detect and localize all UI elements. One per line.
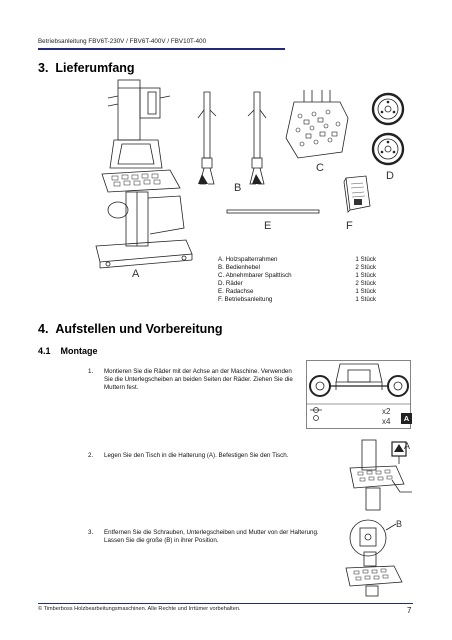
step-3-bracket-figure	[345, 519, 403, 597]
part-quantity: 1 Stück	[355, 271, 376, 279]
svg-text:B: B	[234, 182, 241, 194]
label-d-wheels: D	[386, 170, 394, 182]
subsection-4-1-title: Montage	[60, 346, 98, 356]
part-name: E. Radachse	[218, 287, 254, 295]
svg-text:B: B	[396, 519, 402, 529]
operating-levers-illustration	[197, 91, 267, 185]
svg-text:x4: x4	[382, 417, 391, 426]
step-2-number: 2.	[88, 452, 94, 459]
part-name: F. Betriebsanleitung	[218, 295, 273, 303]
part-name: D. Räder	[218, 279, 243, 287]
axle-illustration	[226, 209, 320, 214]
step-2-text: Legen Sie den Tisch in die Halterung (A)…	[104, 452, 289, 459]
parts-row: D. Räder 2 Stück	[218, 280, 376, 288]
document-header: Betriebsanleitung FBV6T-230V / FBV6T-400…	[38, 38, 207, 45]
parts-row: F. Betriebsanleitung 1 Stück	[218, 296, 376, 304]
page-number: 7	[407, 606, 412, 615]
step-3-text: Entfernen Sie die Schrauben, Unterlegsch…	[104, 529, 319, 544]
step-2-table-placement-figure	[349, 439, 412, 511]
part-name: B. Bedienhebel	[218, 263, 260, 271]
wheels-illustration	[371, 92, 405, 166]
step-1: 1. Montieren Sie die Räder mit der Achse…	[88, 368, 305, 392]
step-2: 2. Legen Sie den Tisch in die Halterung …	[88, 452, 305, 460]
svg-text:E: E	[264, 220, 271, 232]
manual-booklet-illustration	[343, 175, 371, 213]
subsection-4-1-number: 4.1	[38, 346, 51, 356]
part-name: A. Holzspalterrahmen	[218, 256, 278, 263]
step-1-quantity-x4: x4	[382, 417, 391, 426]
section-4-number: 4.	[38, 322, 49, 336]
label-e-axle: E	[264, 220, 271, 232]
section-4-title: Aufstellen und Vorbereitung	[55, 322, 223, 336]
step-1-text: Montieren Sie die Räder mit der Achse an…	[104, 368, 293, 391]
splitting-table-illustration	[285, 90, 349, 159]
svg-text:D: D	[386, 170, 394, 182]
footer-rule	[38, 603, 413, 604]
header-rule	[38, 48, 285, 50]
step-3-number: 3.	[88, 529, 94, 536]
part-quantity: 1 Stück	[355, 287, 376, 295]
parts-row: E. Radachse 1 Stück	[218, 288, 376, 296]
label-f-manual: F	[346, 220, 353, 232]
part-quantity: 2 Stück	[355, 263, 376, 271]
svg-text:A: A	[132, 268, 140, 280]
section-3-number: 3.	[38, 61, 49, 75]
subsection-4-1-heading: 4.1 Montage	[38, 346, 98, 356]
step-1-quantity-x2: x2	[382, 407, 391, 416]
label-a-frame: A	[132, 268, 140, 280]
parts-row: B. Bedienhebel 2 Stück	[218, 264, 376, 272]
svg-text:C: C	[316, 162, 324, 174]
parts-row: C. Abnehmbarer Spalttisch 1 Stück	[218, 272, 376, 280]
parts-row: A. Holzspalterrahmen 1 Stück	[218, 256, 376, 264]
part-quantity: 1 Stück	[355, 256, 376, 263]
log-splitter-frame-illustration	[95, 79, 193, 269]
parts-list: A. Holzspalterrahmen 1 Stück B. Bedienhe…	[218, 256, 376, 303]
part-quantity: 2 Stück	[355, 279, 376, 287]
label-b-levers: B	[234, 182, 241, 194]
svg-text:A: A	[404, 441, 410, 451]
label-c-table: C	[316, 162, 324, 174]
step-3-label-b: B	[396, 519, 402, 529]
svg-text:F: F	[346, 220, 353, 232]
section-3-heading: 3. Lieferumfang	[38, 61, 135, 75]
section-4-heading: 4. Aufstellen und Vorbereitung	[38, 322, 223, 336]
part-quantity: 1 Stück	[355, 295, 376, 303]
step-1-wheel-mounting-figure	[306, 360, 411, 429]
step-1-number: 1.	[88, 368, 94, 375]
section-3-title: Lieferumfang	[55, 61, 135, 75]
part-name: C. Abnehmbarer Spalttisch	[218, 271, 292, 279]
step-3: 3. Entfernen Sie die Schrauben, Unterleg…	[88, 529, 319, 545]
step-2-label-a: A	[404, 441, 410, 451]
svg-text:x2: x2	[382, 407, 391, 416]
footer-copyright: © Timberboss Holzbearbeitungsmaschinen. …	[38, 606, 241, 612]
step-1-badge: A	[401, 413, 412, 424]
